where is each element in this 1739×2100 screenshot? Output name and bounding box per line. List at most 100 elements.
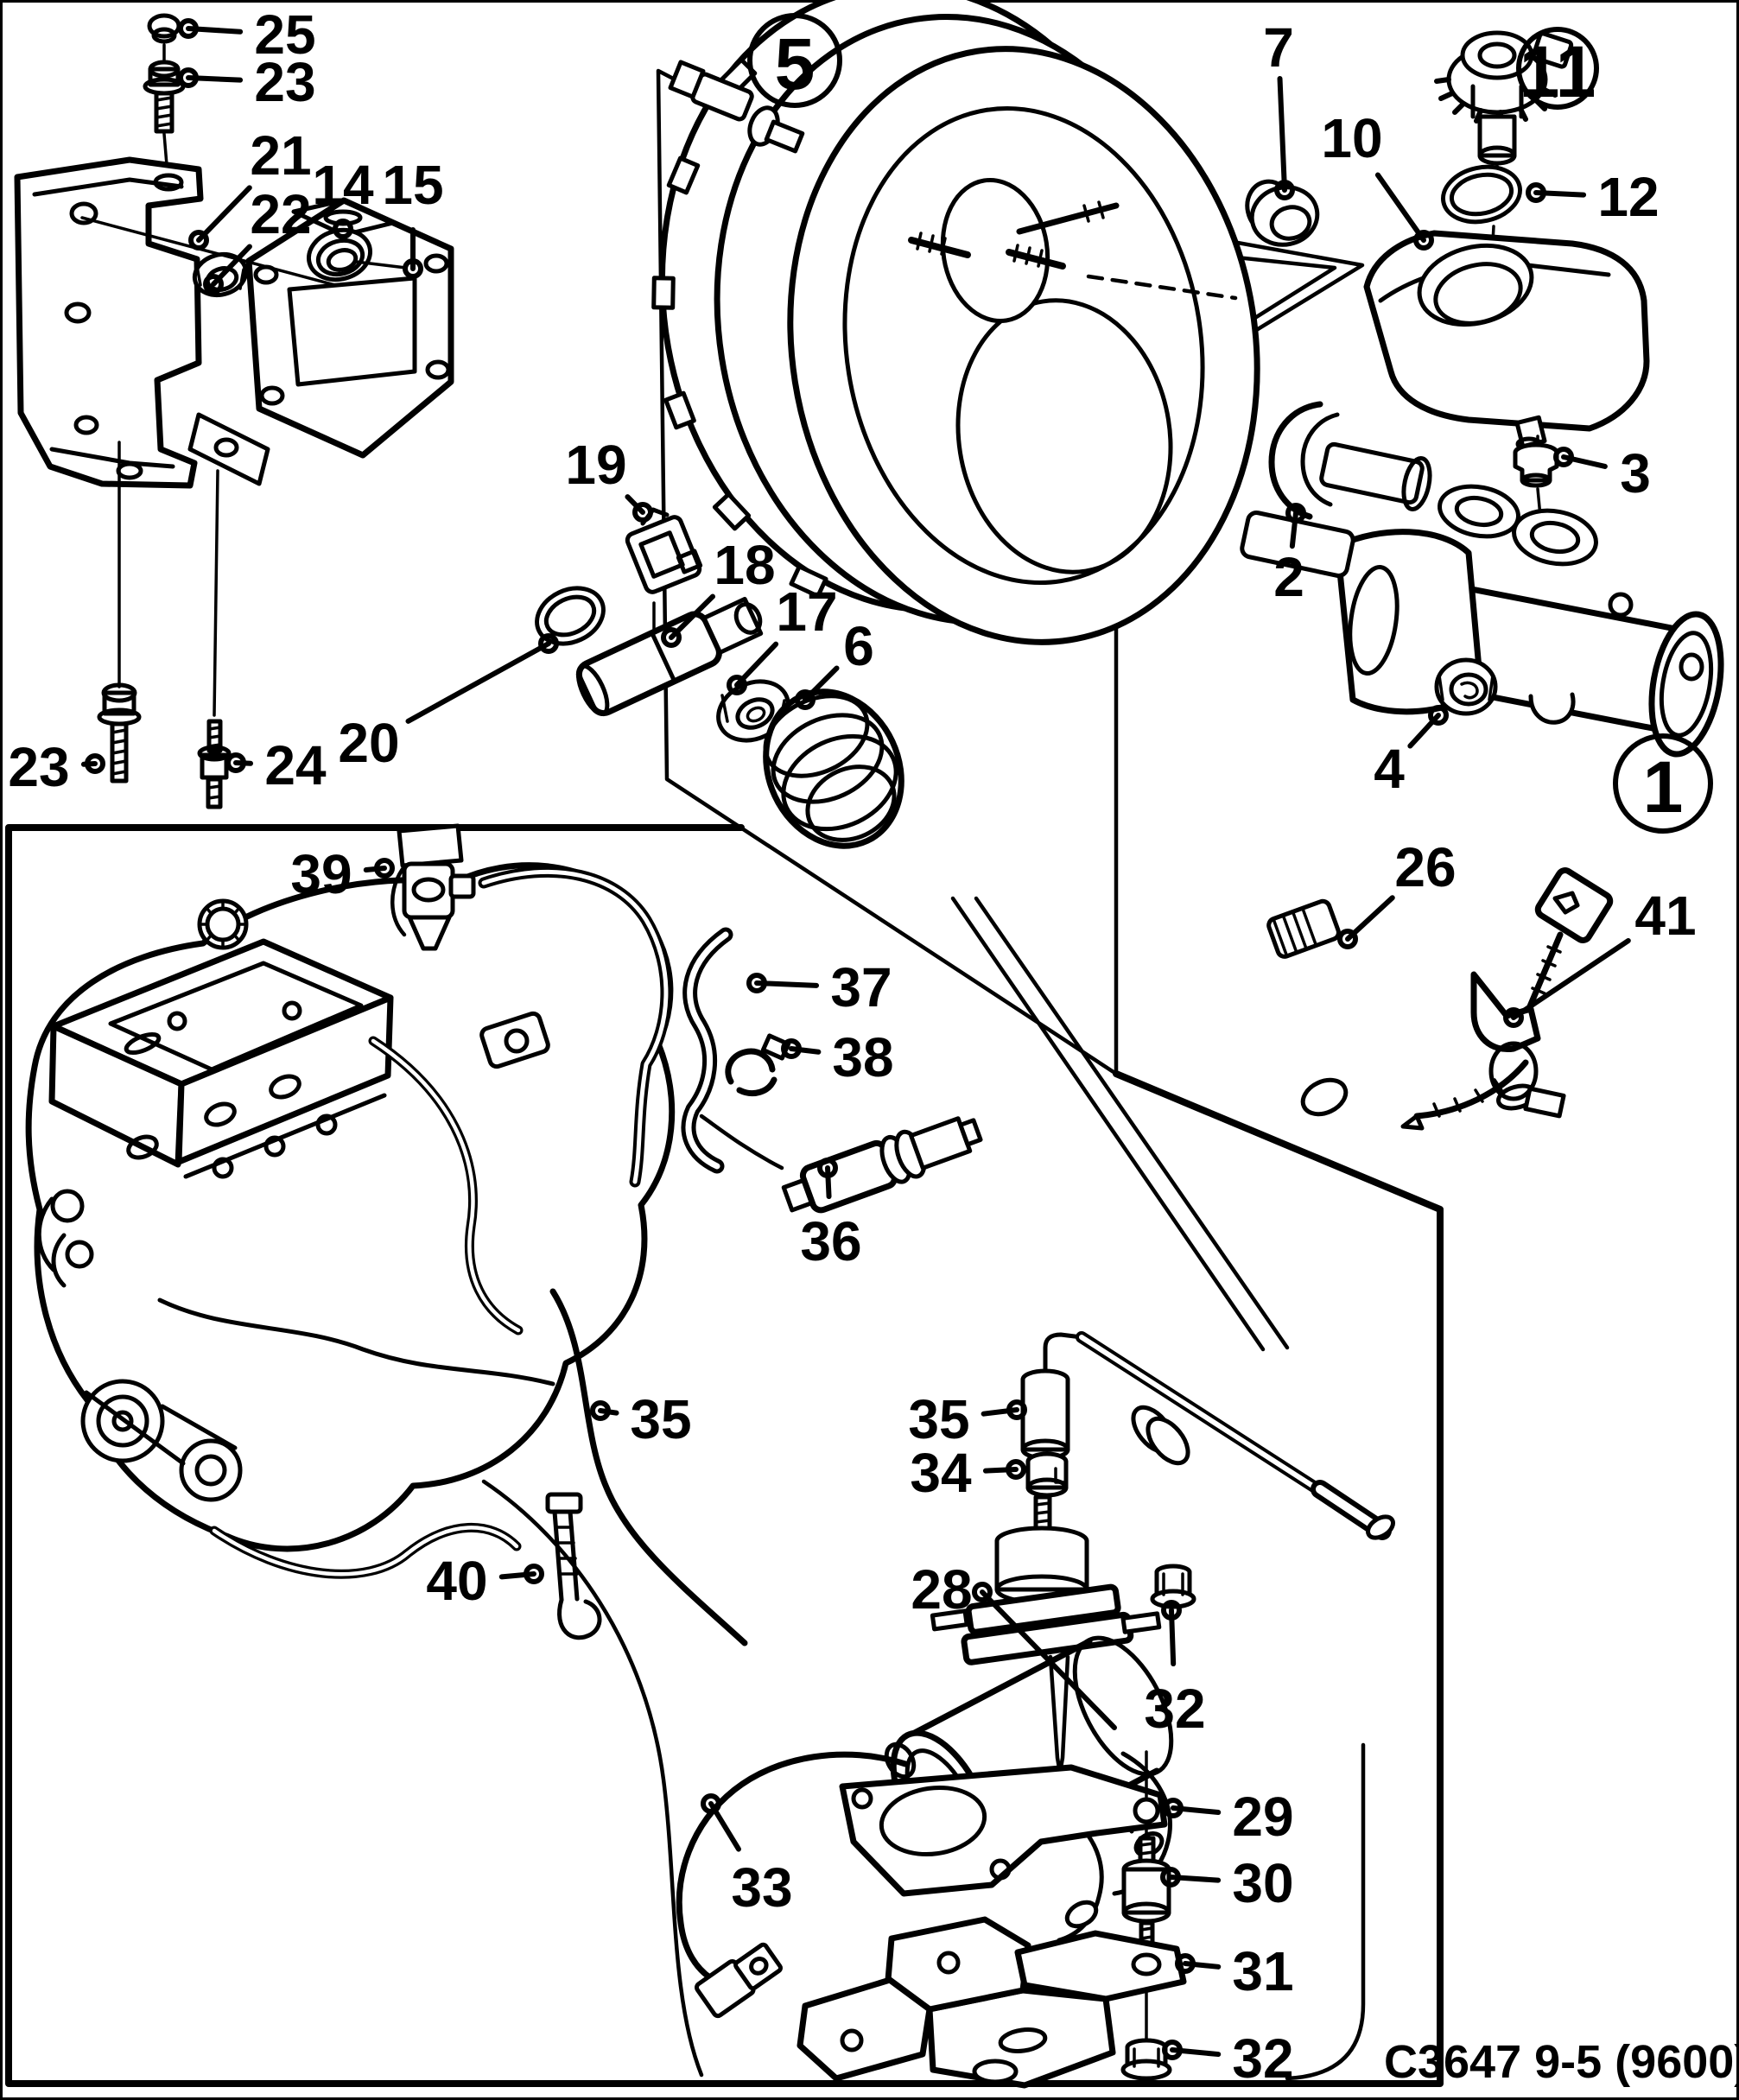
leader-dot [632,502,653,523]
callout-19: 19 [565,434,626,496]
leader-dot [1175,1953,1196,1974]
sensor-18-drawing [575,596,764,717]
leader-dot [701,1793,721,1814]
leader-dot [203,274,224,295]
nut-4-drawing [1434,657,1498,716]
leader-line [1511,937,1631,1020]
callout-24: 24 [264,734,327,796]
callout-21: 21 [250,124,311,187]
leader-dot [1337,929,1358,949]
leader-dot [524,1564,544,1584]
callout-12: 12 [1597,166,1659,228]
brake-booster-drawing [651,0,1260,645]
callout-23: 23 [254,51,315,113]
harness-35-drawing [549,1288,748,1646]
nut-32-upper-drawing [1150,1564,1196,1609]
leader-dot [1526,182,1546,203]
leader-dot [1553,447,1574,467]
callout-7: 7 [1263,16,1294,79]
callout-32: 32 [1144,1678,1205,1740]
callout-38: 38 [832,1026,893,1088]
leader-dot [1503,1007,1524,1028]
callout-26: 26 [1394,836,1456,898]
leader-dot [374,858,395,879]
leader-dot [590,1400,611,1421]
callout-35: 35 [908,1388,969,1450]
connector-19-drawing [625,507,703,631]
leader-dot [178,18,199,39]
leader-line [789,1046,822,1055]
figure-caption: C3647 9-5 (9600) [1384,2036,1739,2088]
leader-dot [1006,1399,1027,1420]
leader-dot [795,689,816,710]
callout-29: 29 [1232,1786,1293,1848]
callout-circle-5 [747,13,842,108]
circled-callout-11: 11 [1520,31,1596,112]
leader-dot [188,230,209,251]
leader-line [625,494,645,515]
callout-31: 31 [1232,1940,1293,2002]
callout-3: 3 [1620,442,1651,504]
leader-dot [1285,503,1306,523]
callout-15: 15 [382,154,443,216]
leader-dot [1413,230,1434,251]
leader-dot [727,675,747,695]
seal-12-drawing [1441,164,1522,225]
callout-14: 14 [312,154,374,216]
engine-box-frame [5,824,1444,2087]
leader-line [405,641,551,724]
leader-line [825,1165,832,1200]
circled-callout-5: 5 [775,23,816,105]
leader-line [196,185,252,243]
bracket-31-drawing [797,1916,1187,2089]
leader-dot [1161,1600,1182,1621]
leader-dot [1006,1459,1026,1480]
callout-36: 36 [800,1210,861,1272]
mounting-bracket-right-drawing [187,197,454,486]
plug-3-drawing [1513,435,1559,527]
pipe-35-drawing [1020,1331,1395,1540]
leader-dot [538,633,559,654]
bushing-34-drawing [1025,1451,1069,1498]
valve-39-drawing [390,823,476,951]
leader-line-ext [980,1589,1117,1730]
leader-dot [781,1038,802,1059]
boot-6-drawing [763,688,904,849]
leader-line [1374,172,1426,243]
callout-28: 28 [911,1558,972,1621]
gasket-29-drawing [839,1764,1168,1897]
leader-dot [85,753,105,774]
callout-circle-11 [1516,27,1599,110]
callout-30: 30 [1232,1852,1293,1914]
leader-dot [178,67,199,88]
clip-38-drawing [725,1033,791,1096]
wire-33-drawing [676,1751,909,2019]
leader-dot [1160,1867,1181,1887]
nut-32-lower-drawing [1120,2038,1172,2081]
leader-dot [1274,180,1295,200]
leader-dot [972,1582,993,1602]
callout-18: 18 [714,534,775,596]
callout-4: 4 [1374,738,1405,800]
callout-40: 40 [426,1550,487,1612]
leader-dot [1163,1798,1184,1818]
leader-dot [1428,705,1449,726]
cap-25-drawing [147,13,181,44]
callout-23: 23 [8,736,69,798]
clip-41-drawing [1400,867,1614,1131]
leader-dot [746,973,767,993]
callout-37: 37 [830,956,892,1018]
tie-40-drawing [545,1492,602,1640]
reservoir-10-drawing [1363,230,1650,452]
assembly-guide-lines-brackets [80,216,408,717]
mounting-bracket-left-drawing [14,156,204,489]
callout-6: 6 [843,615,874,677]
oring-20-drawing [535,586,606,646]
callout-22: 22 [250,183,311,245]
booster-studs [908,200,1238,301]
leader-dot [1162,2040,1183,2060]
leader-dot [817,1158,838,1178]
